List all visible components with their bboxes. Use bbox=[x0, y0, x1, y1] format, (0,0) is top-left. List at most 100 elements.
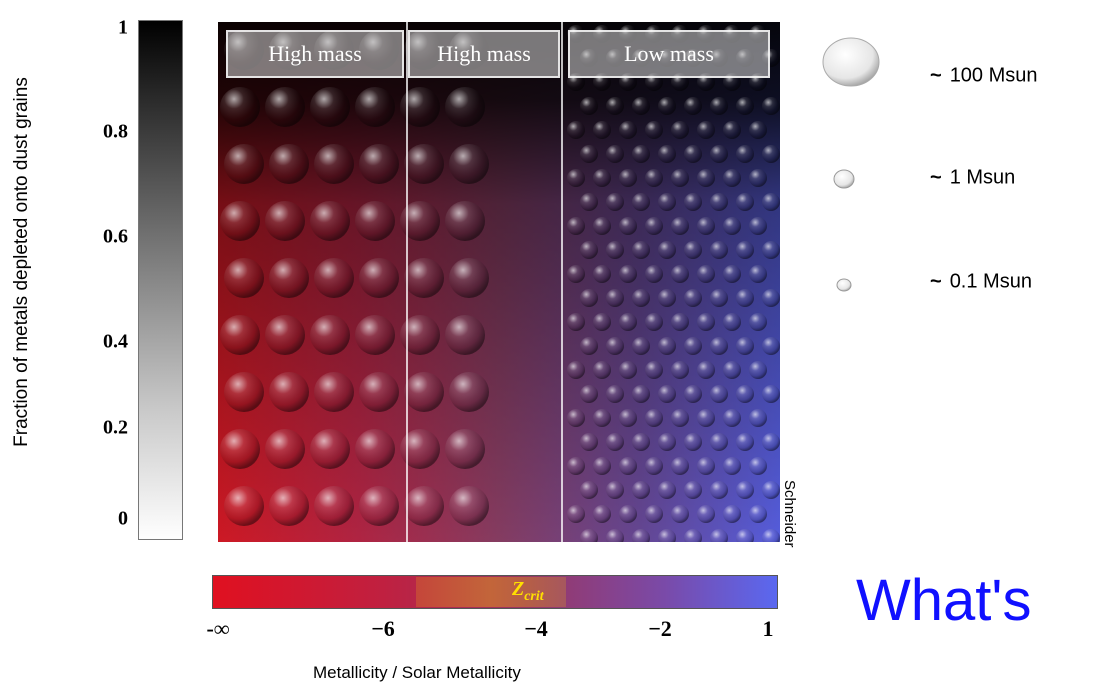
star-sphere bbox=[697, 313, 715, 331]
star-sphere bbox=[593, 217, 611, 235]
star-sphere bbox=[580, 97, 598, 115]
star-sphere bbox=[710, 529, 728, 542]
star-sphere bbox=[567, 121, 585, 139]
star-sphere bbox=[697, 505, 715, 523]
star-sphere bbox=[449, 372, 489, 412]
star-sphere bbox=[619, 457, 637, 475]
star-sphere bbox=[762, 481, 780, 499]
star-sphere bbox=[658, 433, 676, 451]
star-formation-panel: High mass High mass Low mass bbox=[218, 22, 780, 542]
star-sphere bbox=[671, 313, 689, 331]
star-sphere bbox=[632, 289, 650, 307]
star-sphere bbox=[269, 486, 309, 526]
star-sphere bbox=[265, 429, 305, 469]
star-sphere bbox=[567, 505, 585, 523]
star-sphere bbox=[697, 457, 715, 475]
star-sphere bbox=[593, 313, 611, 331]
star-sphere bbox=[749, 457, 767, 475]
star-sphere bbox=[645, 265, 663, 283]
star-sphere bbox=[619, 409, 637, 427]
star-sphere bbox=[645, 505, 663, 523]
star-sphere bbox=[658, 385, 676, 403]
star-sphere bbox=[445, 429, 485, 469]
star-sphere bbox=[632, 529, 650, 542]
star-sphere bbox=[749, 121, 767, 139]
star-sphere bbox=[658, 337, 676, 355]
star-sphere bbox=[265, 315, 305, 355]
star-sphere bbox=[684, 145, 702, 163]
star-sphere bbox=[619, 265, 637, 283]
star-sphere bbox=[449, 144, 489, 184]
star-sphere bbox=[723, 121, 741, 139]
star-sphere bbox=[606, 337, 624, 355]
star-sphere bbox=[723, 457, 741, 475]
star-sphere bbox=[684, 385, 702, 403]
star-sphere bbox=[645, 121, 663, 139]
y-tick-0-8: 0.8 bbox=[103, 120, 128, 143]
star-sphere bbox=[619, 169, 637, 187]
small-sphere-icon bbox=[836, 278, 852, 292]
star-sphere bbox=[619, 505, 637, 523]
star-sphere bbox=[697, 169, 715, 187]
star-sphere bbox=[580, 385, 598, 403]
star-sphere bbox=[265, 87, 305, 127]
star-sphere bbox=[314, 144, 354, 184]
star-sphere bbox=[567, 265, 585, 283]
region-divider-right bbox=[561, 22, 563, 542]
star-sphere bbox=[567, 217, 585, 235]
star-sphere bbox=[220, 315, 260, 355]
large-sphere-icon bbox=[822, 37, 880, 87]
star-sphere bbox=[355, 201, 395, 241]
star-sphere bbox=[697, 265, 715, 283]
star-sphere bbox=[658, 289, 676, 307]
star-sphere bbox=[645, 361, 663, 379]
star-sphere bbox=[567, 361, 585, 379]
star-sphere bbox=[697, 121, 715, 139]
star-sphere bbox=[580, 433, 598, 451]
star-sphere bbox=[658, 145, 676, 163]
star-sphere bbox=[736, 337, 754, 355]
stellar-mass-spheres bbox=[220, 25, 780, 542]
star-sphere bbox=[606, 145, 624, 163]
star-sphere bbox=[314, 486, 354, 526]
star-sphere bbox=[632, 97, 650, 115]
star-sphere bbox=[736, 385, 754, 403]
star-sphere bbox=[224, 258, 264, 298]
star-sphere bbox=[632, 385, 650, 403]
star-sphere bbox=[355, 87, 395, 127]
star-sphere bbox=[567, 313, 585, 331]
image-credit: Schneider bbox=[781, 480, 798, 548]
star-sphere bbox=[593, 457, 611, 475]
star-sphere bbox=[684, 529, 702, 542]
y-tick-0-6: 0.6 bbox=[103, 225, 128, 248]
colorbar-tick-neg-2: −2 bbox=[648, 616, 672, 641]
star-sphere bbox=[224, 144, 264, 184]
star-sphere bbox=[224, 486, 264, 526]
star-sphere bbox=[736, 289, 754, 307]
star-sphere bbox=[632, 145, 650, 163]
star-sphere bbox=[404, 144, 444, 184]
star-sphere bbox=[269, 372, 309, 412]
metallicity-colorbar bbox=[212, 575, 778, 609]
star-sphere bbox=[445, 315, 485, 355]
star-sphere bbox=[658, 529, 676, 542]
star-sphere bbox=[355, 315, 395, 355]
star-sphere bbox=[632, 193, 650, 211]
y-axis-label: Fraction of metals depleted onto dust gr… bbox=[11, 77, 32, 447]
colorbar-tick-neg-infinity: -∞ bbox=[206, 616, 230, 641]
star-sphere bbox=[749, 217, 767, 235]
star-sphere bbox=[762, 241, 780, 259]
star-sphere bbox=[684, 97, 702, 115]
star-sphere bbox=[671, 505, 689, 523]
colorbar-tick-neg-4: −4 bbox=[524, 616, 548, 641]
star-sphere bbox=[400, 315, 440, 355]
y-tick-0-4: 0.4 bbox=[103, 330, 128, 353]
star-sphere bbox=[697, 409, 715, 427]
star-sphere bbox=[645, 217, 663, 235]
star-sphere bbox=[749, 265, 767, 283]
star-sphere bbox=[658, 481, 676, 499]
star-sphere bbox=[404, 372, 444, 412]
star-sphere bbox=[580, 193, 598, 211]
star-sphere bbox=[445, 201, 485, 241]
star-sphere bbox=[355, 429, 395, 469]
